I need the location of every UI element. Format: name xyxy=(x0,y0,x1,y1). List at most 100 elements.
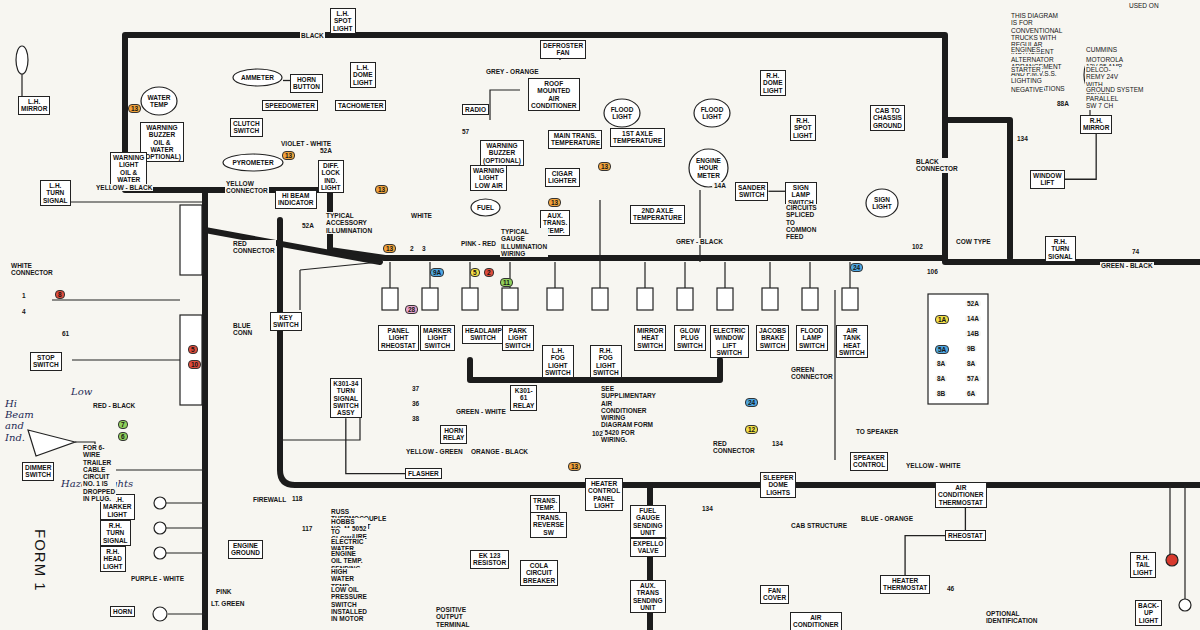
component-box: TACHOMETER xyxy=(335,100,386,111)
circuit-number: 5A xyxy=(935,345,949,354)
component-box: ELECTRIC WINDOW LIFT SWITCH xyxy=(710,325,749,358)
component-box: HORN BUTTON xyxy=(290,74,323,93)
circuit-number: 38 xyxy=(410,415,421,422)
component-label: L.H. DOME LIGHT xyxy=(353,64,373,86)
component-box: ROOF MOUNTED AIR CONDITIONER xyxy=(528,78,580,111)
component-label: WARNING LIGHT OIL & WATER xyxy=(113,154,144,183)
note-text: COW TYPE xyxy=(955,238,992,245)
component-box: HEATER THERMOSTAT xyxy=(880,575,930,594)
component-label: ENGINE HOUR METER xyxy=(688,157,729,179)
component-label: RHEOSTAT xyxy=(948,532,983,539)
spec-text: CUMMINS xyxy=(1085,46,1118,53)
component-label: SPEAKER CONTROL xyxy=(853,454,885,469)
switch-symbol xyxy=(762,288,778,310)
component-label: R.H. MIRROR xyxy=(1083,117,1109,132)
component-label: TRANS. TEMP. xyxy=(533,497,557,512)
circuit-number: 106 xyxy=(925,268,940,275)
component-box: CIGAR LIGHTER xyxy=(545,168,580,187)
wire-color: BLACK xyxy=(300,32,325,39)
wire-color: YELLOW - GREEN xyxy=(405,448,464,455)
circuit-number: 9B xyxy=(965,345,977,352)
circuit-number: 9A xyxy=(430,268,444,277)
gauge-ellipse xyxy=(141,87,177,115)
component-label: JACOBS BRAKE SWITCH xyxy=(759,327,786,349)
note-text: POSITIVE OUTPUT TERMINAL xyxy=(435,606,471,628)
spec-text: ENGINES xyxy=(1010,46,1041,53)
component-label: RADIO xyxy=(465,106,486,113)
note-text: WHITE CONNECTOR xyxy=(10,262,52,277)
circuit-number: 5 xyxy=(188,345,198,354)
component-box: DIMMER SWITCH xyxy=(22,462,54,481)
component-box: DEFROSTER FAN xyxy=(540,40,586,59)
wire-color: PURPLE - WHITE xyxy=(130,575,185,582)
switch-symbol xyxy=(547,288,563,310)
wire xyxy=(300,262,380,310)
circuit-number: 3 xyxy=(420,245,428,252)
circuit-number: 10 xyxy=(188,360,201,369)
component-box: DIFF. LOCK IND. LIGHT xyxy=(318,160,344,193)
component-box: GLOW PLUG SWITCH xyxy=(674,325,706,351)
component-label: HORN BUTTON xyxy=(293,76,320,91)
component-box: L.H. FOG LIGHT SWITCH xyxy=(542,345,574,378)
component-box: PARK LIGHT SWITCH xyxy=(502,325,534,351)
component-label: MIRROR HEAT SWITCH xyxy=(637,327,663,349)
circuit-number: 117 xyxy=(300,525,315,532)
component-label: FLOOD LIGHT xyxy=(603,106,641,121)
circuit-number: 46 xyxy=(945,585,956,592)
spec-text: STARTER xyxy=(1010,66,1042,73)
wire-color: ORANGE - BLACK xyxy=(470,448,529,455)
switch-symbol xyxy=(637,288,653,310)
component-label: SANDER SWITCH xyxy=(738,184,765,199)
component-label: 2ND AXLE TEMPERATURE xyxy=(633,207,682,222)
note-text: SEE SUPPLIMENTARY AIR CONDITIONER WIRING… xyxy=(600,385,657,443)
circuit-number: 28 xyxy=(405,305,418,314)
note-text: RED CONNECTOR xyxy=(712,440,754,455)
component-label: GLOW PLUG SWITCH xyxy=(677,327,703,349)
component-box: HEATER CONTROL PANEL LIGHT xyxy=(585,478,623,511)
circuit-number: 24 xyxy=(850,263,863,272)
gauge-symbol: FLOOD LIGHT xyxy=(603,98,641,128)
tail-lamp-symbol xyxy=(1166,554,1178,566)
wire-color: YELLOW - BLACK xyxy=(95,184,153,191)
note-text: TYPICAL ACCESSORY ILLUMINATION xyxy=(325,212,373,234)
component-label: ELECTRIC WINDOW LIFT SWITCH xyxy=(713,327,746,356)
circuit-number: 13 xyxy=(282,151,295,160)
circuit-number: 11 xyxy=(500,278,513,287)
wire xyxy=(168,613,205,614)
component-label: EXPELLO VALVE xyxy=(633,540,663,555)
circuit-number: 37 xyxy=(410,385,421,392)
wire xyxy=(834,290,835,460)
component-box: R.H. TURN SIGNAL xyxy=(1045,236,1076,262)
wire xyxy=(166,552,205,553)
component-box: RHEOSTAT xyxy=(945,530,986,541)
component-label: R.H. SPOT LIGHT xyxy=(793,117,813,139)
circuit-number: 12 xyxy=(745,425,758,434)
component-box: FLASHER xyxy=(405,468,442,479)
component-box: AIR CONDITIONER xyxy=(790,612,842,630)
component-label: SPEEDOMETER xyxy=(265,102,315,109)
gauge-ellipse xyxy=(604,99,640,127)
component-label: SLEEPER DOME LIGHTS xyxy=(763,474,793,496)
component-box: FAN COVER xyxy=(760,585,789,604)
component-label: WARNING LIGHT LOW AIR xyxy=(473,167,504,189)
gauge-ellipse xyxy=(223,154,283,171)
component-box: R.H. FOG LIGHT SWITCH xyxy=(590,345,622,378)
component-label: L.H. FOG LIGHT SWITCH xyxy=(545,347,571,376)
wire-color: LT. GREEN xyxy=(210,600,245,607)
circuit-number: 14A xyxy=(965,315,981,322)
component-label: WINDOW LIFT xyxy=(1033,172,1062,187)
component-box: CLUTCH SWITCH xyxy=(230,118,263,137)
wire-color: RED - BLACK xyxy=(92,402,136,409)
spec-text: GROUND SYSTEM xyxy=(1085,86,1144,93)
wire xyxy=(600,190,700,262)
component-label: R.H. HEAD LIGHT xyxy=(103,548,123,570)
component-label: PYROMETER xyxy=(232,159,273,166)
component-label: MARKER LIGHT SWITCH xyxy=(423,327,452,349)
wiring-harness xyxy=(280,220,1200,485)
wire xyxy=(60,196,205,202)
component-label: FLOOD LIGHT xyxy=(693,106,731,121)
component-label: PANEL LIGHT RHEOSTAT xyxy=(381,327,416,349)
component-box: WARNING LIGHT LOW AIR xyxy=(470,165,507,191)
component-label: L.H. MIRROR xyxy=(21,98,47,113)
switch-symbol xyxy=(842,288,858,310)
